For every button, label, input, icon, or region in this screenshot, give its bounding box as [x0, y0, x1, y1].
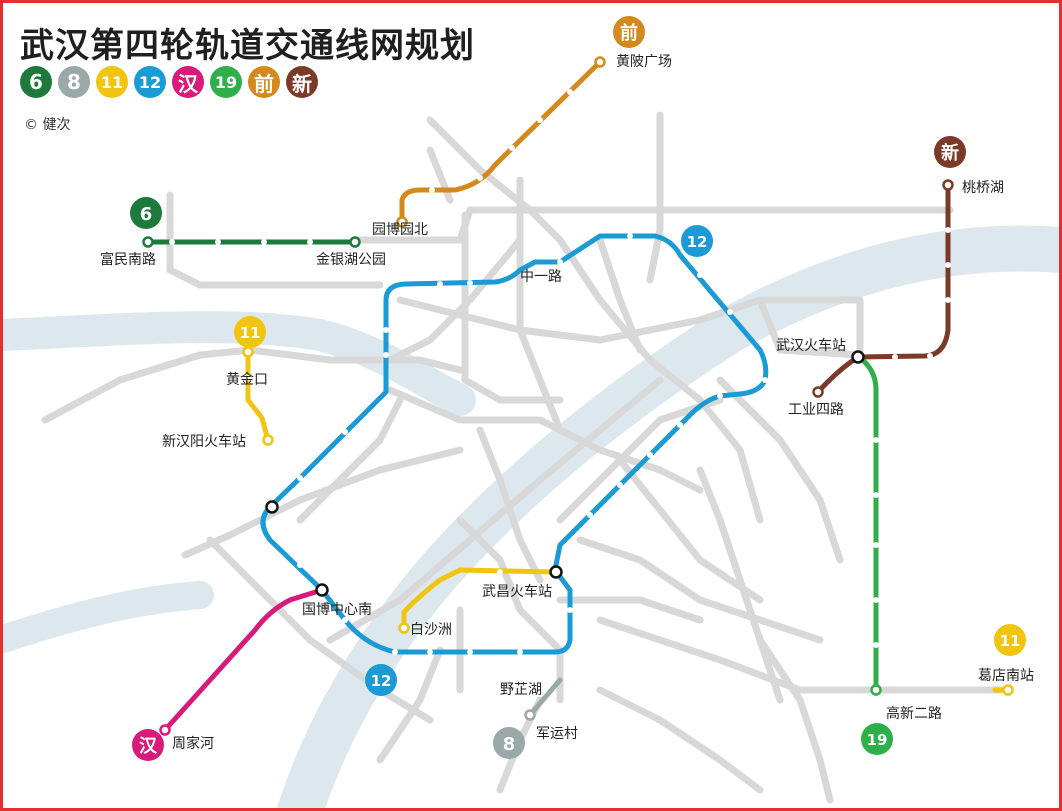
map-title: 武汉第四轮轨道交通线网规划 [20, 26, 475, 66]
station-jinyinhu: 金银湖公园 [316, 252, 386, 268]
svg-text:19: 19 [867, 731, 888, 749]
grey-network [41, 111, 1004, 804]
station-guobo: 国博中心南 [302, 601, 372, 618]
station-gaoxin: 高新二路 [886, 705, 942, 722]
station-dots [169, 59, 951, 725]
svg-text:前: 前 [620, 22, 638, 44]
badge-xin: 新 [934, 136, 966, 168]
legend-chip-0: 6 [20, 66, 52, 98]
legend-chip-2: 11 [96, 66, 128, 98]
legend-chip-7: 新 [286, 66, 318, 98]
svg-text:新: 新 [941, 142, 959, 164]
station-junyun: 军运村 [536, 726, 578, 742]
station-yuanbo: 园博园北 [372, 221, 428, 238]
legend-chip-4: 汉 [172, 66, 204, 98]
svg-text:8: 8 [503, 734, 516, 755]
badge-line-12-bottom: 12 [365, 664, 397, 696]
station-huangjinkou: 黄金口 [226, 371, 268, 388]
legend-chip-6: 前 [248, 66, 280, 98]
badge-qian: 前 [613, 16, 645, 48]
legend-chip-1: 8 [58, 66, 90, 98]
badge-han: 汉 [132, 729, 164, 761]
station-baishazhou: 白沙洲 [410, 622, 452, 638]
line-19 [857, 355, 879, 693]
legend-chip-5: 19 [210, 66, 242, 98]
line-badges: 前 6 新 12 11 12 11 汉 [130, 16, 1026, 761]
station-zhongyi: 中一路 [520, 269, 562, 285]
legend-chip-3: 12 [134, 66, 166, 98]
river [0, 225, 1062, 811]
credit: © 健次 [24, 117, 71, 133]
svg-text:11: 11 [1000, 632, 1021, 650]
station-yezhihu: 野芷湖 [500, 682, 542, 698]
station-huangpo: 黄陂广场 [616, 53, 672, 70]
line-12 [260, 233, 769, 655]
station-wuhanhcz: 武汉火车站 [776, 337, 846, 354]
station-gongye: 工业四路 [788, 402, 844, 418]
station-labels: 黄陂广场 园博园北 桃桥湖 富民南路 金银湖公园 中一路 武汉火车站 工业四路 … [100, 53, 1034, 752]
badge-line-8: 8 [493, 727, 525, 759]
badge-line-12-top: 12 [681, 225, 713, 257]
station-xinhanyang: 新汉阳火车站 [162, 433, 246, 450]
badge-line-6: 6 [130, 197, 162, 229]
station-wuchang: 武昌火车站 [482, 583, 552, 600]
svg-text:汉: 汉 [139, 736, 158, 757]
svg-text:11: 11 [240, 324, 261, 342]
station-zhoujiahe: 周家河 [172, 735, 214, 752]
terminal-stations [142, 56, 1014, 736]
station-taoqiao: 桃桥湖 [962, 180, 1004, 196]
svg-text:12: 12 [371, 672, 392, 690]
line-qian [399, 59, 603, 223]
station-gedian: 葛店南站 [978, 668, 1034, 684]
badge-line-11-top: 11 [234, 316, 266, 348]
svg-text:6: 6 [140, 204, 153, 225]
line-xin [815, 182, 951, 395]
badge-line-11-right: 11 [994, 624, 1026, 656]
interchange-stations [265, 350, 865, 597]
badge-line-19: 19 [861, 723, 893, 755]
line-8 [527, 677, 563, 718]
svg-text:12: 12 [687, 233, 708, 251]
line-han [162, 587, 325, 733]
station-fumin: 富民南路 [100, 251, 156, 268]
